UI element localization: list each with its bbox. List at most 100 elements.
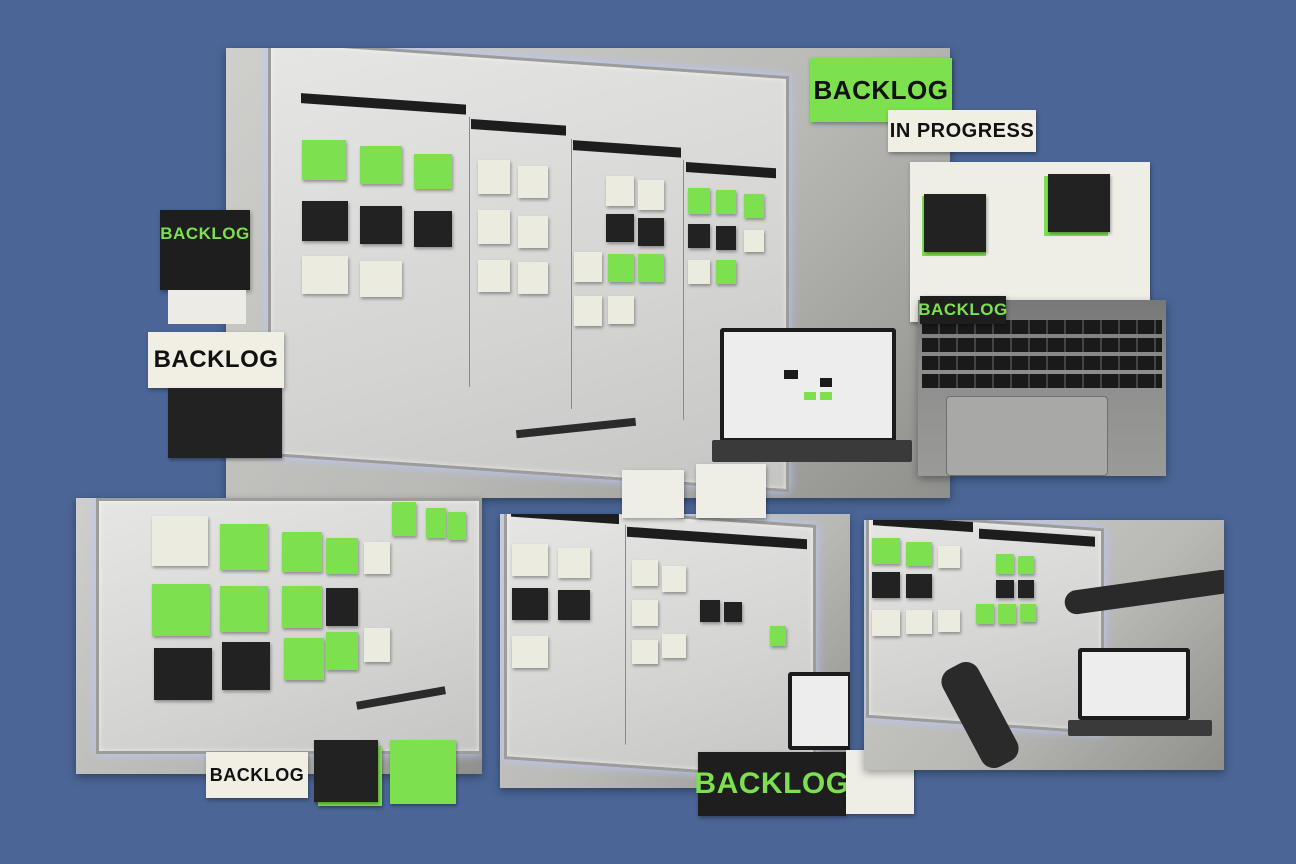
backlog-cream-left-tag: BACKLOG xyxy=(148,332,284,388)
laptop-screen xyxy=(1078,648,1190,720)
sticky-note xyxy=(414,154,452,189)
main-whiteboard-photo xyxy=(226,48,950,498)
sticky-note xyxy=(996,554,1014,574)
keyboard-keys xyxy=(922,338,1162,352)
screen-note xyxy=(804,392,816,400)
sticky-note xyxy=(996,580,1014,598)
sticky-note xyxy=(426,508,446,538)
sticky-note xyxy=(906,542,932,566)
in-progress-tag: IN PROGRESS xyxy=(888,110,1036,152)
black-square xyxy=(924,194,986,252)
sticky-note xyxy=(688,224,710,248)
sticky-note xyxy=(998,604,1016,624)
sticky-note xyxy=(662,634,686,658)
screen-note xyxy=(820,392,832,400)
screen-note xyxy=(784,370,798,379)
backlog-bottom-center-tag: BACKLOG xyxy=(694,752,849,816)
sticky-note xyxy=(220,586,268,632)
sticky-note xyxy=(1018,556,1034,574)
sticky-note xyxy=(906,574,932,598)
sticky-note xyxy=(302,140,346,180)
sticky-note xyxy=(284,638,324,680)
column-header xyxy=(627,526,807,550)
sticky-note xyxy=(688,260,710,284)
sticky-note xyxy=(724,602,742,622)
sticky-note xyxy=(326,632,358,670)
right-paper-card xyxy=(910,162,1150,322)
sticky-note xyxy=(282,586,322,628)
column-header xyxy=(511,514,619,525)
sticky-note xyxy=(574,296,602,326)
sticky-note xyxy=(906,610,932,634)
backlog-dark-left-tag: BACKLOG xyxy=(160,210,250,290)
sticky-note xyxy=(976,604,994,624)
sticky-note xyxy=(478,260,510,292)
sticky-note xyxy=(716,226,736,250)
sticky-note xyxy=(606,214,634,242)
sticky-note xyxy=(608,254,634,282)
sticky-note xyxy=(770,626,786,646)
column-divider xyxy=(625,524,626,745)
sticky-note xyxy=(364,628,390,662)
cream-paper-card xyxy=(696,464,766,518)
sticky-note xyxy=(662,566,686,592)
black-square xyxy=(314,740,378,802)
sticky-note xyxy=(700,600,720,622)
laptop-screen xyxy=(720,328,896,442)
sticky-note xyxy=(938,546,960,568)
sticky-note xyxy=(558,590,590,620)
sticky-note xyxy=(326,588,358,626)
sticky-note xyxy=(518,166,548,198)
black-square xyxy=(1048,174,1110,232)
column-divider xyxy=(469,116,470,387)
column-header xyxy=(979,528,1095,547)
screen-note xyxy=(820,378,832,387)
column-header xyxy=(573,140,681,158)
sticky-note xyxy=(872,610,900,636)
sticky-note xyxy=(326,538,358,574)
sticky-note xyxy=(478,210,510,244)
sticky-note xyxy=(448,512,466,540)
laptop-base xyxy=(712,440,912,462)
backlog-keyboard-tag: BACKLOG xyxy=(918,296,1007,324)
sticky-note xyxy=(392,502,416,536)
sticky-note xyxy=(282,532,322,572)
sticky-note xyxy=(632,600,658,626)
trackpad xyxy=(946,396,1108,476)
sticky-note xyxy=(302,201,348,241)
column-header xyxy=(873,520,973,533)
bottom-center-board-photo xyxy=(500,514,850,788)
torn-paper-strip xyxy=(168,290,246,324)
sticky-note xyxy=(1018,580,1034,598)
sticky-note xyxy=(360,206,402,244)
cream-paper-card xyxy=(622,470,684,518)
whiteboard xyxy=(504,514,816,781)
sticky-note xyxy=(512,636,548,668)
keyboard-photo xyxy=(918,300,1166,476)
sticky-note xyxy=(716,190,736,214)
sticky-note xyxy=(152,516,208,566)
laptop-base xyxy=(1068,720,1212,736)
sticky-note xyxy=(638,180,664,210)
black-card-left xyxy=(168,388,282,458)
sticky-note xyxy=(152,584,210,636)
sticky-note xyxy=(638,218,664,246)
sticky-note xyxy=(518,216,548,248)
sticky-note xyxy=(360,146,402,184)
sticky-note xyxy=(478,160,510,194)
sticky-note xyxy=(414,211,452,247)
keyboard-keys xyxy=(922,356,1162,370)
sticky-note xyxy=(606,176,634,206)
sticky-note xyxy=(638,254,664,282)
laptop-screen xyxy=(788,672,850,750)
bottom-left-board-photo xyxy=(76,498,482,774)
sticky-note xyxy=(938,610,960,632)
keyboard-keys xyxy=(922,374,1162,388)
sticky-note xyxy=(1020,604,1036,622)
sticky-note xyxy=(688,188,710,214)
sticky-note xyxy=(512,544,548,576)
sticky-note xyxy=(872,538,900,564)
sticky-note xyxy=(302,256,348,294)
column-header xyxy=(686,162,776,179)
sticky-note xyxy=(222,642,270,690)
